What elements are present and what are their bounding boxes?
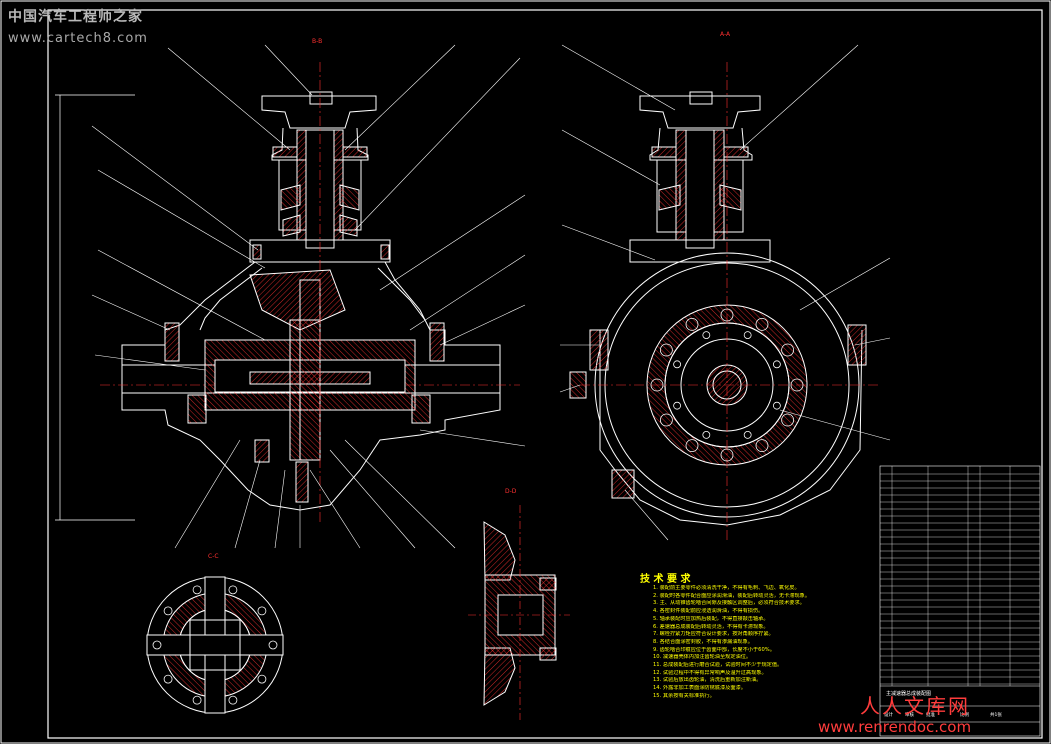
requirement-item: 4. 各密封件装配前应浸透润滑油，不得有损伤。 <box>653 608 764 615</box>
requirement-item: 12. 试验过程中不得有异常响声及温升过高现象。 <box>653 669 767 676</box>
bolt-hole <box>685 317 699 331</box>
technical-requirements-title: 技 术 要 求 <box>640 574 691 585</box>
watermark-title: 中国汽车工程师之家 <box>8 9 143 25</box>
section-label-front: B-B <box>312 38 323 45</box>
section-label-side: A-A <box>720 31 731 38</box>
bolt-hole <box>152 640 162 650</box>
requirement-item: 14. 外露非加工表面涂防锈底漆及面漆。 <box>653 685 746 692</box>
title-block-sheet: 共1张 <box>990 713 1002 718</box>
bolt-hole <box>163 674 173 684</box>
bolt-hole <box>743 331 752 340</box>
bolt-hole <box>192 585 202 595</box>
bottom-watermark-title: 人人文库网 <box>860 694 970 718</box>
requirement-item: 8. 各结合面涂密封胶，不得有渗漏油现象。 <box>653 638 753 645</box>
title-block-checker: 审核 <box>905 713 914 718</box>
requirement-item: 10. 减速器壳体内加注齿轮油至规定油位。 <box>653 654 752 661</box>
bolt-hole <box>720 308 734 322</box>
requirement-item: 9. 齿轮啮合印痕应位于齿面中部，长度不小于60%。 <box>653 646 775 653</box>
side-view-leaders <box>559 44 891 541</box>
parts-list <box>879 465 1041 737</box>
title-block-approver: 批准 <box>926 713 935 718</box>
bolt-hole <box>743 430 752 439</box>
bolt-hole <box>659 413 673 427</box>
bolt-hole <box>720 448 734 462</box>
watermark-url: www.cartech8.com <box>8 31 148 46</box>
bolt-hole <box>702 331 711 340</box>
bottom-watermark-url: www.renrendoc.com <box>818 718 972 736</box>
bolt-hole <box>755 317 769 331</box>
c-c-view <box>146 576 284 714</box>
bolt-hole <box>257 606 267 616</box>
requirement-item: 5. 轴承装配时应加热后装配，不得直接敲击轴承。 <box>653 615 769 622</box>
title-block-designer: 设计 <box>884 713 893 718</box>
side-view <box>569 62 880 540</box>
requirement-item: 6. 差速器总成装配后转动灵活，不得有卡滞现象。 <box>653 623 769 630</box>
requirement-item: 7. 螺栓拧紧力矩应符合设计要求，按对角顺序拧紧。 <box>653 631 774 638</box>
bolt-hole <box>659 343 673 357</box>
bolt-hole <box>673 401 682 410</box>
bolt-hole <box>257 674 267 684</box>
requirement-item: 13. 试验后放出齿轮油，清洗后重新加注新油。 <box>653 677 762 684</box>
requirement-item: 2. 装配时各零件配合面应涂润滑油，装配后转动灵活，无卡滞现象。 <box>653 592 811 599</box>
c-c-bolt-holes <box>152 585 278 705</box>
bolt-hole <box>228 695 238 705</box>
bolt-hole <box>192 695 202 705</box>
bolt-hole <box>755 439 769 453</box>
bolt-hole <box>228 585 238 595</box>
bolt-hole <box>702 430 711 439</box>
bolt-hole <box>781 343 795 357</box>
side-bolt-holes <box>650 308 804 462</box>
front-view-leaders <box>91 44 526 549</box>
bolt-hole <box>781 413 795 427</box>
inner-border <box>47 9 1043 739</box>
requirement-item: 3. 主、从动锥齿轮啮合间隙及接触区调整后，必须符合技术要求。 <box>653 600 805 607</box>
bolt-hole <box>650 378 664 392</box>
requirement-item: 15. 其余按有关标准执行。 <box>653 692 715 699</box>
section-label-dd: D-D <box>505 488 517 495</box>
title-block-scale: 比例 <box>960 713 969 718</box>
bolt-hole <box>163 606 173 616</box>
technical-requirements-list: 1. 装配前主要零件必须清洗干净，不得有毛刺、飞边、氧化皮。2. 装配时各零件配… <box>653 585 878 701</box>
bolt-hole <box>772 360 781 369</box>
parts-grid <box>880 466 1040 723</box>
bolt-hole <box>790 378 804 392</box>
section-label-cc: C-C <box>208 553 219 560</box>
requirement-item: 11. 总成装配后进行磨合试验，试验时间不少于规定值。 <box>653 662 783 669</box>
front-view <box>55 62 520 525</box>
bolt-hole <box>772 401 781 410</box>
bolt-hole <box>685 439 699 453</box>
title-block-drawing-name: 主减速器总成装配图 <box>886 691 932 697</box>
bolt-hole <box>268 640 278 650</box>
bolt-hole <box>673 360 682 369</box>
requirement-item: 1. 装配前主要零件必须清洗干净，不得有毛刺、飞边、氧化皮。 <box>653 585 800 591</box>
d-d-view <box>468 505 570 720</box>
